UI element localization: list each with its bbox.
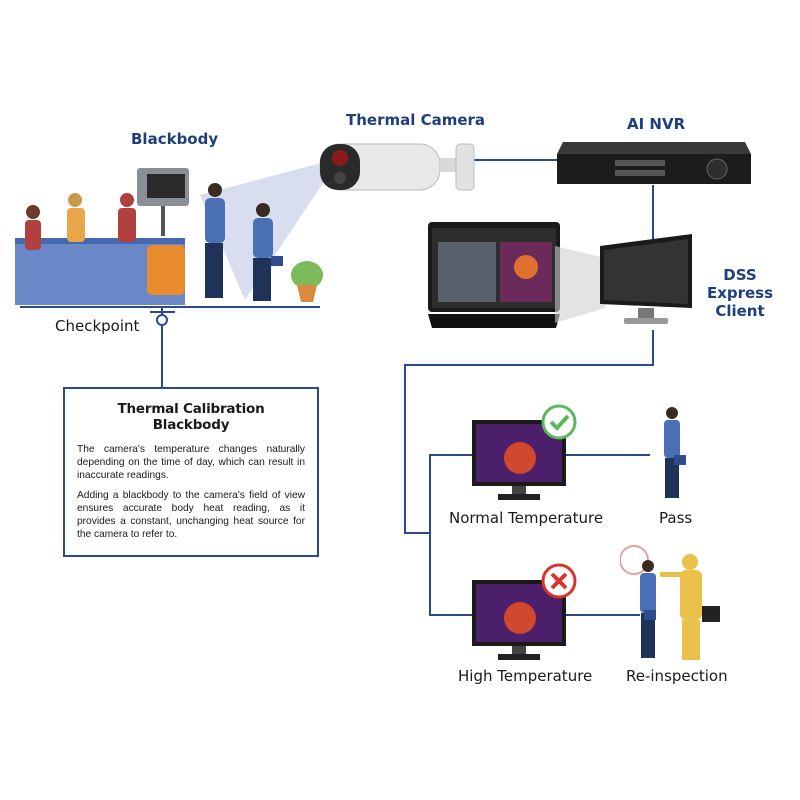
staff-person (67, 208, 85, 242)
laptop-icon (428, 222, 560, 328)
info-box-title: Thermal Calibration Blackbody (117, 401, 265, 433)
traveller (253, 218, 273, 258)
pass-label: Pass (659, 509, 693, 527)
thermal-calibration-info-box: Thermal Calibration Blackbody The camera… (63, 387, 319, 557)
projection-cone (555, 246, 605, 323)
reinspection-people-icon (620, 545, 720, 660)
camera-brand: VIP (326, 181, 336, 187)
re-inspection-label: Re-inspection (626, 667, 728, 685)
dss-express-client-label: DSS Express Client (700, 266, 780, 320)
client-branch-line (404, 330, 654, 534)
checkpoint-scene-illustration (15, 162, 325, 305)
info-box-paragraph: Adding a blackbody to the camera's field… (77, 490, 305, 540)
pass-person-icon (664, 407, 686, 498)
ai-nvr-label: AI NVR (627, 115, 686, 133)
normal-temperature-label: Normal Temperature (449, 509, 604, 527)
traveller (205, 198, 225, 243)
dss-monitor-icon (600, 234, 692, 324)
high-temperature-label: High Temperature (458, 667, 593, 685)
plant (291, 261, 323, 289)
dss-express-client-line2: Client (715, 302, 765, 320)
thermal-camera-label: Thermal Camera (346, 111, 486, 129)
ai-nvr-device-icon (557, 142, 751, 184)
luggage (147, 245, 185, 295)
checkpoint-marker (156, 314, 168, 326)
monitor-branch-line (429, 454, 474, 616)
dss-express-client-line1: DSS Express (706, 266, 774, 302)
thermal-camera-icon (319, 143, 475, 191)
blackbody-label: Blackbody (131, 130, 219, 148)
checkpoint-label: Checkpoint (55, 317, 140, 335)
x-mark-icon (541, 563, 577, 599)
info-box-paragraph: The camera's temperature changes natural… (77, 444, 305, 481)
staff-person (118, 208, 136, 242)
staff-person (25, 220, 41, 250)
check-mark-icon (541, 404, 577, 440)
